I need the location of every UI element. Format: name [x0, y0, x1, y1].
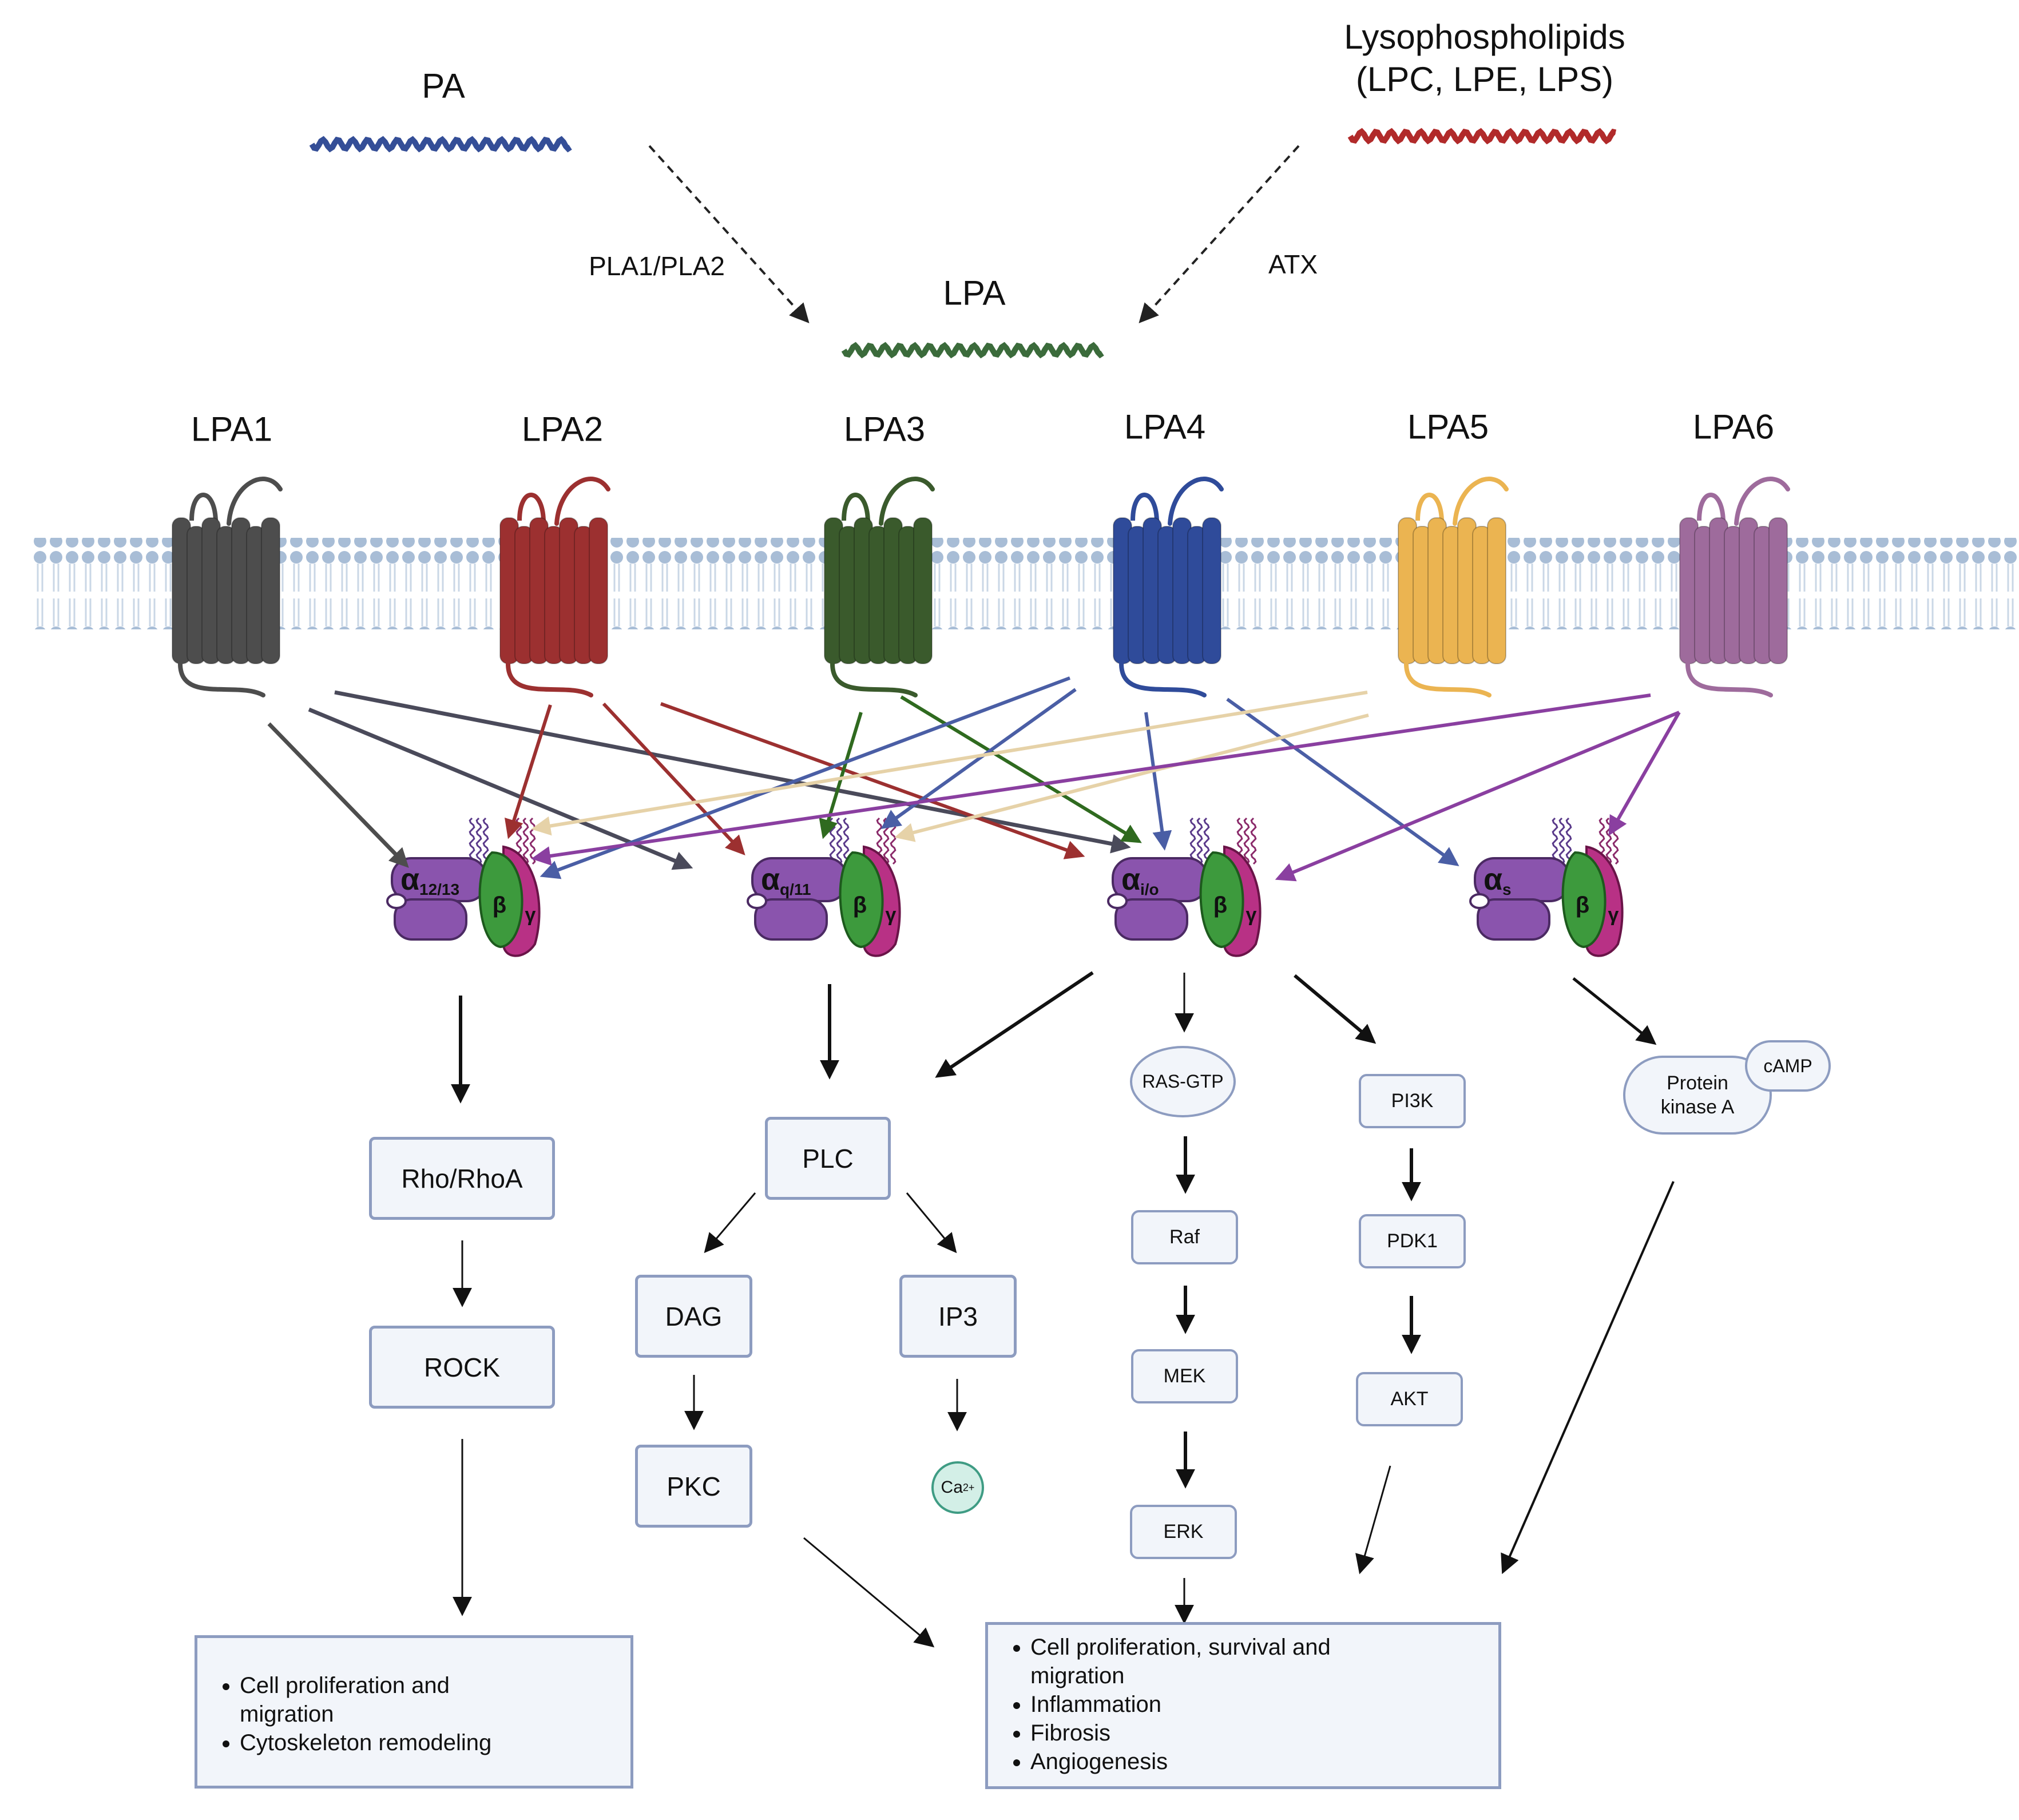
arrow-lpa1-g1 [267, 722, 409, 868]
arrow-lpa2-g2 [602, 702, 745, 855]
g-alpha-subtype: 12/13 [419, 881, 459, 898]
pka-line2: kinase A [1660, 1096, 1735, 1118]
lyso-lipid-chain [1347, 128, 1617, 145]
outcome-item: Cell proliferation and migration [240, 1671, 514, 1728]
arrow-lpa2-g1 [504, 704, 552, 839]
arrow-lpa1-g2 [308, 707, 693, 870]
receptor-label-lpa3: LPA3 [843, 410, 926, 449]
arrow-g3-plc [935, 971, 1094, 1078]
arrow-g3-pi3k [1294, 974, 1377, 1044]
dag-node: DAG [635, 1275, 752, 1358]
g-gamma-label: γ [1246, 904, 1257, 926]
g-beta-label: β [853, 893, 867, 918]
calcium-charge: 2+ [962, 1481, 975, 1493]
receptor-lpa6 [1679, 477, 1790, 697]
arrow-plc-ip3 [906, 1192, 957, 1254]
g-gamma-label: γ [525, 904, 536, 926]
rock-node: ROCK [369, 1326, 555, 1409]
lysophospholipids-line1: Lysophospholipids [1344, 18, 1625, 56]
arrow-lpa4-g4 [1226, 697, 1459, 866]
outcome-item: Cytoskeleton remodeling [240, 1728, 630, 1757]
protein-kinase-a-node: Protein kinase A [1623, 1056, 1772, 1135]
g-alpha-label: α [761, 862, 780, 897]
arrow-akt-out [1355, 1465, 1391, 1575]
atx-enzyme-label: ATX [1268, 249, 1318, 279]
mek-node: MEK [1131, 1349, 1238, 1403]
receptor-lpa2 [499, 477, 610, 697]
pdk1-node: PDK1 [1359, 1214, 1466, 1268]
receptor-label-lpa5: LPA5 [1407, 407, 1489, 446]
rho-rhoa-node: Rho/RhoA [369, 1137, 555, 1220]
raf-node: Raf [1131, 1210, 1238, 1264]
lpa-label: LPA [943, 273, 1006, 312]
receptor-label-lpa2: LPA2 [521, 410, 604, 449]
erk-node: ERK [1130, 1505, 1237, 1559]
pla-enzyme-label: PLA1/PLA2 [589, 251, 725, 281]
receptor-lpa3 [824, 477, 935, 697]
arrow-g4-pka [1572, 977, 1657, 1045]
arrow-lpa6-g1 [531, 693, 1651, 866]
g-alpha-label: α [1121, 862, 1140, 897]
arrow-lpa6-g3 [1275, 711, 1680, 882]
outcome-item: Angiogenesis [1030, 1747, 1498, 1776]
arrow-lpa5-g1 [531, 691, 1368, 836]
g-beta-label: β [1213, 893, 1227, 918]
receptor-lpa4 [1113, 477, 1224, 697]
g-alpha-subtype: i/o [1140, 881, 1159, 898]
lysophospholipids-line2: (LPC, LPE, LPS) [1355, 60, 1614, 98]
outcome-item: Cell proliferation, survival and migrati… [1030, 1633, 1397, 1690]
arrow-plc-dag [704, 1192, 756, 1254]
g-alpha-label: α [400, 862, 419, 897]
arrow-lpa4-g3 [1144, 712, 1172, 851]
outcome-item: Inflammation [1030, 1690, 1498, 1719]
pa-lipid-chain [309, 136, 572, 153]
g-alpha-subtype: q/11 [780, 881, 811, 898]
lpa-lipid-chain [841, 342, 1104, 359]
receptor-label-lpa6: LPA6 [1692, 407, 1775, 446]
receptor-lpa5 [1398, 477, 1509, 697]
outcome-item: Fibrosis [1030, 1719, 1498, 1747]
arrow-pka-out [1501, 1181, 1675, 1575]
pkc-node: PKC [635, 1445, 752, 1528]
receptor-label-lpa1: LPA1 [191, 410, 273, 449]
arrow-lpa2-g3 [660, 702, 1085, 859]
g-alpha-label: α [1483, 862, 1502, 897]
arrow-lpa3-g3 [900, 695, 1142, 843]
g-beta-label: β [1576, 893, 1589, 918]
g-beta-label: β [493, 893, 506, 918]
arrow-lpa6-g4 [1608, 711, 1681, 836]
pa-to-lpa-arrow [648, 145, 810, 324]
ras-gtp-node: RAS-GTP [1130, 1046, 1236, 1117]
lyso-to-lpa-arrow [1139, 145, 1300, 324]
g-alpha-subtype: s [1502, 881, 1512, 898]
outcome-box-main: Cell proliferation, survival and migrati… [985, 1622, 1501, 1789]
lysophospholipids-label: Lysophospholipids (LPC, LPE, LPS) [1344, 16, 1625, 101]
receptor-lpa1 [172, 477, 283, 697]
g-gamma-label: γ [1608, 904, 1619, 926]
akt-node: AKT [1356, 1372, 1463, 1426]
ip3-node: IP3 [899, 1275, 1017, 1358]
outcome-box-rho: Cell proliferation and migration Cytoske… [195, 1635, 633, 1789]
pa-label: PA [422, 66, 465, 105]
arrow-lpa1-g3 [334, 690, 1131, 854]
arrow-pkc-out [803, 1537, 935, 1648]
arrow-lpa5-g2 [894, 713, 1369, 842]
camp-node: cAMP [1745, 1040, 1831, 1092]
g-gamma-label: γ [886, 904, 897, 926]
calcium-symbol: Ca [941, 1478, 963, 1497]
pka-line1: Protein [1667, 1072, 1728, 1094]
receptor-label-lpa4: LPA4 [1124, 407, 1206, 446]
pi3k-node: PI3K [1359, 1074, 1466, 1128]
plc-node: PLC [765, 1117, 891, 1200]
